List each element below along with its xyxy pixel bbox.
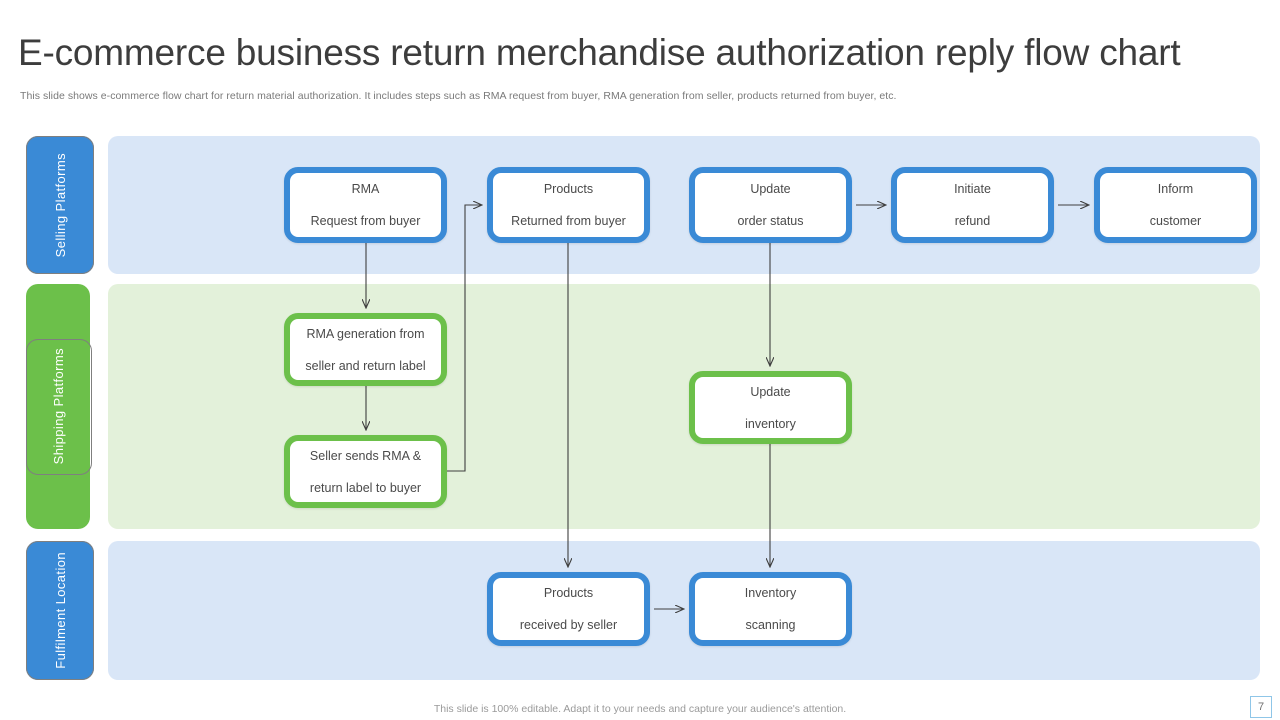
node-seller-sends-rma-line2: return label to buyer (309, 480, 422, 495)
node-rma-generation[interactable]: RMA generation from seller and return la… (284, 313, 447, 386)
lane-tab-shipping[interactable]: Shipping Platforms (26, 284, 90, 529)
node-rma-generation-line2: seller and return label (305, 358, 426, 373)
lane-label-shipping: Shipping Platforms (50, 348, 66, 465)
footer-note: This slide is 100% editable. Adapt it to… (433, 703, 847, 715)
node-products-returned-line2: Returned from buyer (511, 214, 626, 228)
node-update-inventory-line2: inventory (745, 416, 796, 431)
page-title: E-commerce business return merchandise a… (18, 32, 1181, 73)
node-products-returned-line1: Products (543, 182, 594, 196)
node-inform-customer-line1: Inform (1157, 182, 1194, 196)
node-inventory-scanning[interactable]: Inventory scanning (689, 572, 852, 646)
node-seller-sends-rma[interactable]: Seller sends RMA & return label to buyer (284, 435, 447, 508)
node-seller-sends-rma-line1: Seller sends RMA & (309, 448, 422, 463)
node-update-inventory[interactable]: Update inventory (689, 371, 852, 444)
node-update-order-status-line1: Update (750, 182, 791, 196)
node-rma-request[interactable]: RMA Request from buyer (284, 167, 447, 243)
node-update-order-status[interactable]: Update order status (689, 167, 852, 243)
lane-band-shipping (108, 284, 1260, 529)
lane-band-selling (108, 136, 1260, 274)
node-inform-customer-line2: customer (1149, 214, 1202, 228)
node-update-inventory-line1: Update (750, 384, 791, 399)
node-inform-customer[interactable]: Inform customer (1094, 167, 1257, 243)
page-subtitle: This slide shows e-commerce flow chart f… (20, 90, 897, 102)
node-products-received-line2: received by seller (519, 618, 618, 632)
page-number: 7 (1250, 696, 1272, 718)
lane-tab-selling[interactable]: Selling Platforms (26, 136, 94, 274)
node-rma-generation-line1: RMA generation from (306, 326, 425, 341)
lane-tab-fulfilment[interactable]: Fulfilment Location (26, 541, 94, 680)
lane-band-fulfilment (108, 541, 1260, 680)
node-inventory-scanning-line2: scanning (745, 618, 796, 632)
node-products-received-line1: Products (543, 586, 594, 600)
node-products-returned[interactable]: Products Returned from buyer (487, 167, 650, 243)
node-initiate-refund-line2: refund (954, 214, 991, 228)
node-products-received[interactable]: Products received by seller (487, 572, 650, 646)
node-initiate-refund-line1: Initiate (954, 182, 991, 196)
node-rma-request-line1: RMA (351, 182, 380, 196)
node-initiate-refund[interactable]: Initiate refund (891, 167, 1054, 243)
node-inventory-scanning-line1: Inventory (744, 586, 797, 600)
node-update-order-status-line2: order status (737, 214, 804, 228)
lane-label-selling: Selling Platforms (52, 152, 68, 258)
node-rma-request-line2: Request from buyer (310, 214, 421, 228)
lane-label-fulfilment: Fulfilment Location (52, 552, 68, 669)
